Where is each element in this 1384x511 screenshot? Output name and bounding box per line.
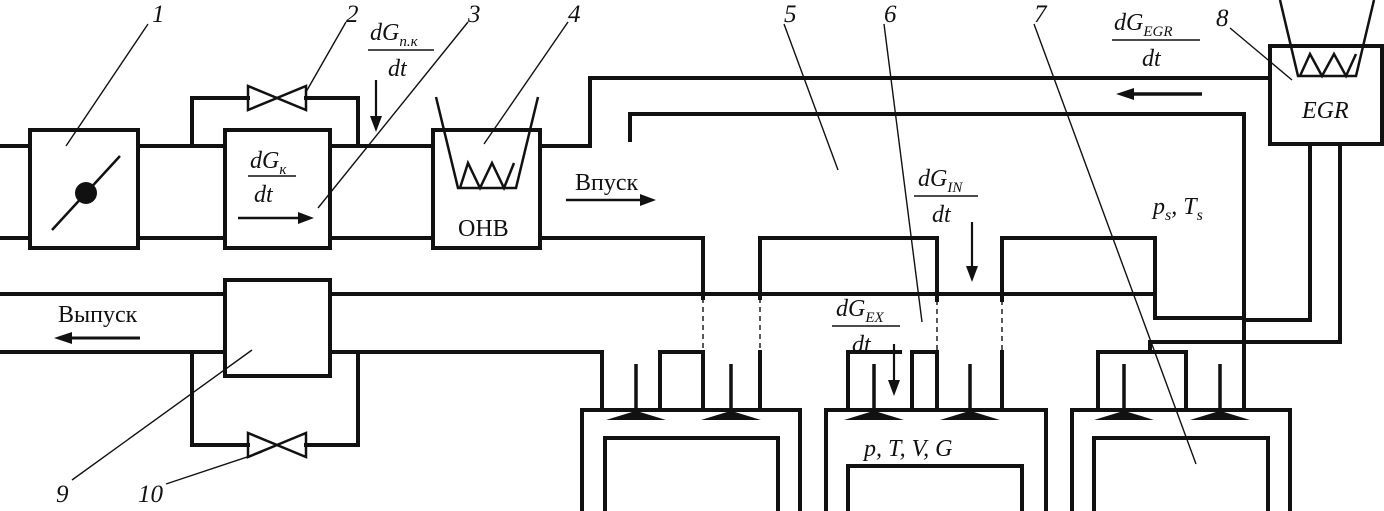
egr-flow-arrow-icon [1116,88,1134,100]
manifold-state-label: ps, Ts [1151,194,1203,224]
turbine-unit [223,278,332,378]
flow-bypass: dGп.к dt [368,20,434,82]
callout-leaders [65,21,1293,485]
callout-2: 2 [346,1,359,28]
callout-8: 8 [1216,5,1229,32]
flow-egr: dGEGR dt [1112,10,1200,72]
callout-7: 7 [1034,1,1048,28]
svg-text:dGIN: dGIN [918,166,963,196]
exhaust-valve-arrow-icon [888,380,900,396]
callout-numbers: 1 2 3 4 5 6 7 8 9 10 [56,1,1229,508]
valve-flow-arrows [888,222,978,396]
svg-text:dt: dt [1142,46,1162,72]
intake-manifold [628,112,1246,320]
compressor-unit [223,128,332,250]
throttle-unit [28,128,140,250]
callout-9: 9 [56,481,69,508]
bypass-flow-arrow-icon [370,116,382,132]
flow-exhaust-valve: dGEX dt [832,296,900,358]
cylinder-1 [580,364,802,511]
svg-text:dGEGR: dGEGR [1114,10,1173,40]
svg-text:dGк: dGк [250,148,287,178]
cylinder-3 [1070,364,1292,511]
callout-10: 10 [138,481,164,508]
svg-text:dt: dt [254,182,274,208]
intake-direction: Впуск [566,170,656,206]
cylinder-state-label: p, T, V, G [862,436,952,462]
egr-label: EGR [1301,98,1349,124]
intake-pipe [0,76,1272,300]
callout-3: 3 [467,1,481,28]
callout-6: 6 [884,1,897,28]
svg-text:dt: dt [932,202,952,228]
compressor-bypass [190,80,382,148]
svg-text:dGп.к: dGп.к [370,20,419,50]
bypass-valve-icon [246,84,281,112]
cylinder-ports [658,298,1246,412]
cylinder-2: p, T, V, G [824,364,1048,511]
intake-valve-arrow-icon [966,266,978,282]
svg-text:dt: dt [852,332,872,358]
egr-loop: EGR [1116,0,1384,344]
exhaust-pipe [0,292,1157,412]
valve-icon [606,364,761,420]
flow-compressor: dGк dt [248,148,296,208]
flow-intake-valve: dGIN dt [914,166,978,228]
callout-1: 1 [152,1,165,28]
intercooler-unit: ОНВ [431,96,542,250]
svg-text:dGEX: dGEX [836,296,885,326]
intercooler-label: ОНВ [458,216,509,242]
intake-label: Впуск [575,170,639,196]
compressor-arrow-icon [298,212,314,224]
callout-5: 5 [784,1,797,28]
valve-icon [1094,364,1250,420]
valve-icon [844,364,1000,420]
svg-text:dt: dt [388,56,408,82]
exhaust-direction: Выпуск [54,302,140,344]
turbine-wastegate [190,350,360,459]
wastegate-valve-icon [246,431,281,459]
throttle-disc-icon [75,182,97,204]
exhaust-label: Выпуск [58,302,138,328]
exhaust-arrow-icon [54,332,72,344]
callout-4: 4 [568,1,581,28]
intake-arrow-icon [640,194,656,206]
